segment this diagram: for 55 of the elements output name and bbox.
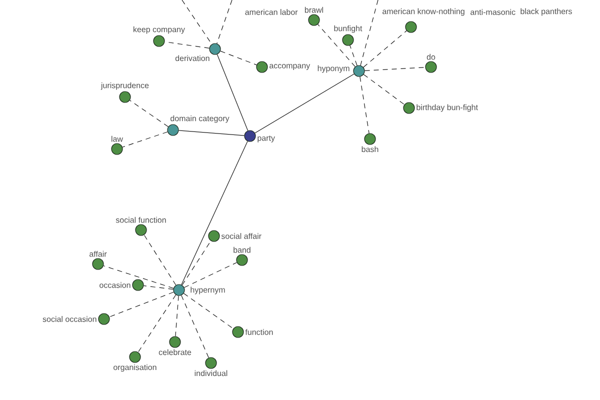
connector-line bbox=[181, 295, 209, 358]
node-label: hyponym bbox=[318, 65, 350, 73]
node-label: organisation bbox=[114, 364, 156, 372]
connector-line bbox=[318, 24, 356, 67]
node-label: law bbox=[112, 136, 124, 142]
node-label: birthday bun-fight bbox=[416, 104, 478, 112]
connector-line bbox=[360, 0, 378, 66]
node-label: party bbox=[258, 136, 275, 142]
node-label: celebrate bbox=[158, 349, 192, 356]
term-label: black panthers bbox=[520, 8, 572, 16]
node-label: jurisprudence bbox=[100, 82, 149, 90]
connector-line bbox=[181, 140, 248, 286]
connector-line bbox=[138, 294, 176, 352]
node-label: function bbox=[245, 329, 273, 335]
term-label: american know-nothing bbox=[382, 8, 464, 16]
connector-line bbox=[182, 0, 212, 44]
connector-line bbox=[129, 100, 169, 128]
connector-line bbox=[175, 295, 179, 337]
node-label: affair bbox=[90, 250, 107, 257]
connector-line bbox=[183, 293, 234, 329]
node-label: social function bbox=[116, 216, 166, 223]
node-label: hypernym bbox=[190, 286, 225, 294]
node-label: brawl bbox=[304, 6, 324, 13]
node-label: bunfight bbox=[334, 25, 362, 33]
node-label: domain category bbox=[170, 115, 230, 123]
node-label: bash bbox=[362, 146, 378, 152]
node-label: accompany bbox=[270, 64, 310, 70]
connector-line bbox=[182, 240, 212, 286]
node-label: band bbox=[234, 246, 250, 253]
connector-line bbox=[216, 54, 248, 131]
connector-line bbox=[220, 50, 257, 66]
node-label: social affair bbox=[221, 233, 262, 239]
connector-line bbox=[184, 262, 238, 288]
node-label: keep company bbox=[134, 26, 185, 34]
node-label: occasion bbox=[100, 282, 130, 288]
connector-line bbox=[144, 234, 176, 286]
node-circle bbox=[405, 21, 417, 33]
connector-line bbox=[363, 74, 405, 105]
node-label: individual bbox=[194, 370, 228, 376]
connector-line bbox=[143, 285, 174, 290]
connector-line bbox=[363, 30, 407, 68]
connector-line bbox=[103, 265, 174, 289]
node-label: derivation bbox=[175, 55, 210, 62]
connector-line bbox=[350, 45, 358, 66]
connector-line bbox=[364, 67, 426, 71]
connector-line bbox=[178, 130, 245, 136]
term-label: anti-masonic bbox=[470, 9, 516, 15]
node-label: do bbox=[426, 54, 436, 60]
connector-line bbox=[109, 292, 174, 318]
connector-line bbox=[216, 0, 232, 44]
connector-line bbox=[122, 132, 168, 148]
connector-line bbox=[360, 76, 370, 134]
term-label: american labor bbox=[245, 9, 298, 15]
connector-line bbox=[254, 74, 354, 134]
node-label: social occasion bbox=[42, 316, 96, 322]
